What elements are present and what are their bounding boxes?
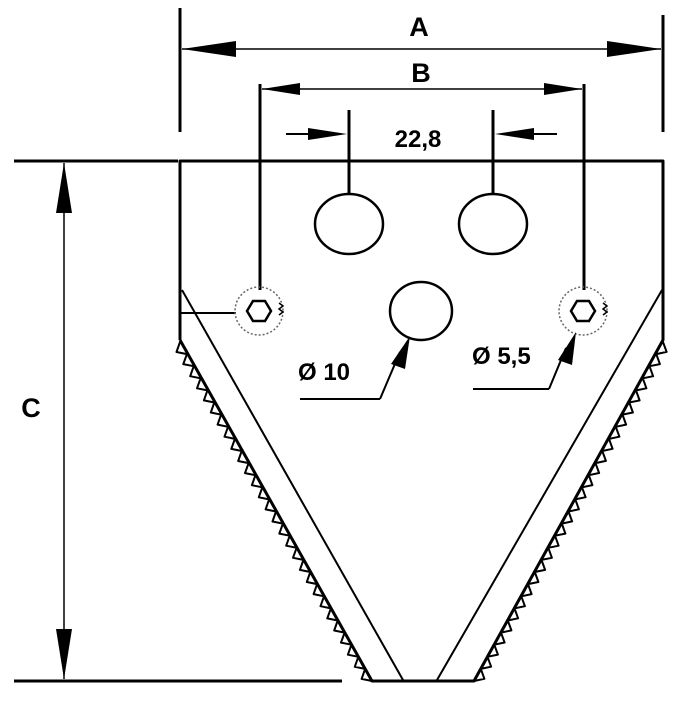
arrowhead-c-bottom — [56, 629, 72, 679]
arrowhead-small — [558, 332, 576, 365]
label-small-diameter: Ø 5,5 — [472, 343, 531, 370]
section-outline — [178, 159, 665, 683]
label-a: A — [409, 12, 429, 42]
arrowhead-a-right — [607, 41, 661, 57]
rivet-hex-right — [569, 299, 597, 323]
diameter-callout-small — [473, 332, 576, 390]
rivet-hole-right — [558, 286, 609, 336]
inner-edge-left — [181, 289, 404, 681]
dimension-b — [258, 83, 586, 290]
hole-large-center — [388, 280, 454, 342]
rivet-thread-right — [601, 302, 609, 316]
arrowhead-spacing-right — [495, 128, 534, 140]
knife-section-outline — [175, 159, 668, 683]
arrowhead-c-top — [56, 163, 72, 213]
serration-right — [473, 341, 668, 682]
arrowhead-spacing-left — [308, 128, 347, 140]
arrowhead-a-left — [182, 41, 236, 57]
label-b: B — [411, 58, 431, 88]
label-large-diameter: Ø 10 — [298, 359, 350, 386]
arrowhead-b-left — [262, 83, 300, 95]
arrowhead-b-right — [544, 83, 582, 95]
arrowhead-large — [391, 336, 410, 369]
hole-large-top-left — [313, 192, 385, 256]
rivet-hole-left — [234, 286, 285, 336]
inner-edge-right — [436, 289, 663, 681]
hole-large-top-right — [457, 192, 529, 256]
serration-left — [175, 341, 373, 682]
dimension-hole-spacing — [286, 110, 557, 196]
diameter-callout-large — [300, 336, 410, 400]
rivet-thread-left — [277, 302, 285, 316]
rivet-hex-left — [245, 299, 273, 323]
label-hole-spacing: 22,8 — [395, 126, 442, 153]
dimension-a — [178, 8, 665, 132]
rivet-outer-ring-right — [558, 286, 608, 336]
holes — [234, 192, 609, 342]
rivet-outer-ring-left — [234, 286, 284, 336]
label-c: C — [21, 393, 41, 423]
dimension-c — [14, 159, 342, 683]
